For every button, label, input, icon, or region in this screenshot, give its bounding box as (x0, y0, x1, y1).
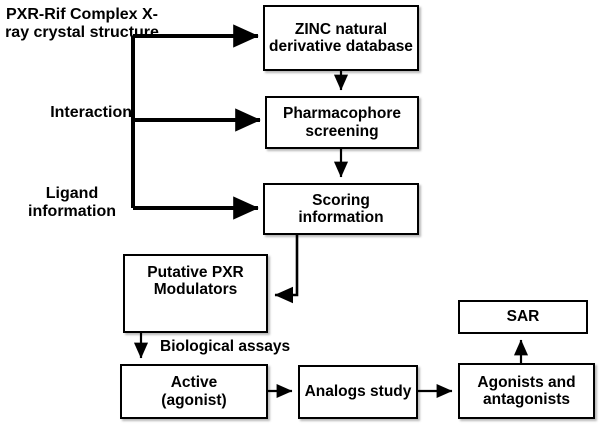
input-label-pxr-rif-complex: PXR-Rif Complex X-ray crystal structure (5, 6, 159, 41)
node-active-line1: Active (170, 374, 218, 392)
node-analogs-label: Analogs study (301, 383, 416, 400)
node-agonists-antagonists-label: Agonists and antagonists (473, 374, 579, 409)
node-active-agonist[interactable]: Active (agonist) (120, 364, 268, 419)
node-agonists-antagonists-line2: antagonists (483, 391, 570, 408)
input-label-interaction: Interaction (50, 104, 132, 121)
node-zinc-label: ZINC natural derivative database (265, 21, 417, 56)
node-zinc-line1: ZINC natural (294, 20, 388, 38)
node-agonists-antagonists-line1: Agonists and (477, 373, 576, 391)
node-pharmacophore-line1: Pharmacophore (282, 105, 401, 123)
node-pharmacophore-screening[interactable]: Pharmacophore screening (265, 96, 419, 149)
node-zinc-natural-derivative-database[interactable]: ZINC natural derivative database (263, 5, 419, 71)
node-putative-label: Putative PXR Modulators (143, 264, 247, 299)
node-active-line2: (agonist) (161, 391, 227, 409)
edge-scoring-to-putative (274, 235, 299, 304)
node-scoring-label: Scoring information (294, 192, 387, 227)
node-putative-line2: Modulators (153, 281, 238, 299)
node-scoring-line2: information (298, 209, 384, 226)
node-zinc-line2: derivative database (269, 38, 413, 55)
node-scoring-information[interactable]: Scoring information (263, 183, 419, 235)
node-sar[interactable]: SAR (458, 300, 588, 334)
input-label-ligand-information: Ligand information (28, 185, 116, 220)
node-pharmacophore-line2: screening (305, 122, 379, 140)
node-analogs-line1: Analogs study (304, 383, 412, 401)
node-sar-label: SAR (506, 308, 540, 326)
node-putative-pxr-modulators[interactable]: Putative PXR Modulators (123, 254, 268, 333)
edge-label-biological-assays: Biological assays (160, 338, 291, 355)
node-putative-line1: Putative PXR (147, 264, 244, 281)
node-pharmacophore-label: Pharmacophore screening (279, 105, 405, 140)
node-scoring-line1: Scoring (312, 191, 370, 209)
node-agonists-and-antagonists[interactable]: Agonists and antagonists (458, 363, 595, 419)
node-active-label: Active (agonist) (157, 374, 230, 409)
node-analogs-study[interactable]: Analogs study (298, 365, 418, 419)
